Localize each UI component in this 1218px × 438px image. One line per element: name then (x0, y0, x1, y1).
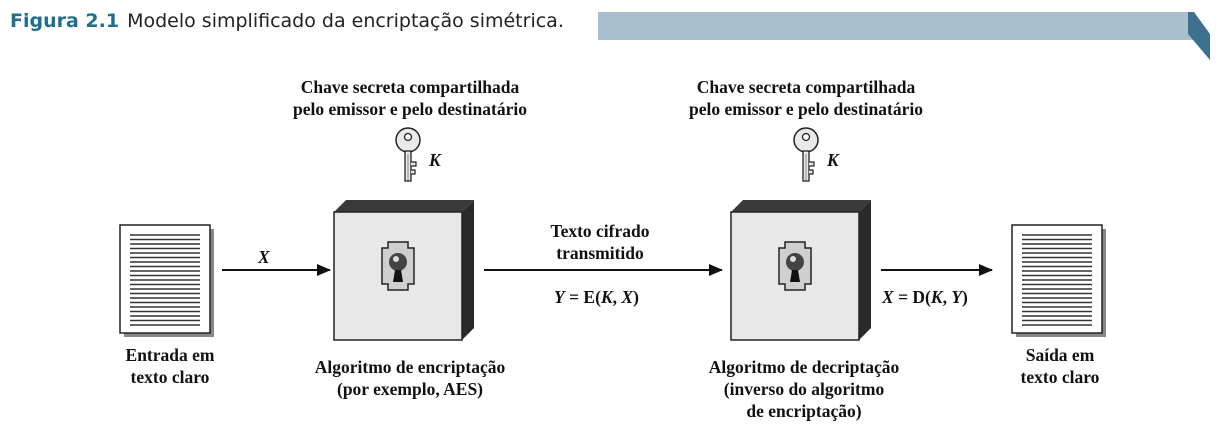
plaintext-eq-y: Y (951, 287, 963, 307)
ciphertext-eq-op: = E( (564, 287, 601, 307)
left-key-label: Chave secreta compartilhada pelo emissor… (260, 76, 560, 120)
plaintext-eq-k: K (930, 287, 943, 307)
right-key-label-line2: pelo emissor e pelo destinatário (689, 99, 923, 119)
output-label-line2: texto claro (1020, 367, 1100, 387)
plaintext-eq-x: X (882, 287, 894, 307)
decryption-label-line1: Algoritmo de decriptação (708, 357, 900, 377)
input-document-icon (119, 224, 215, 338)
right-key-label: Chave secreta compartilhada pelo emissor… (656, 76, 956, 120)
encryption-label: Algoritmo de encriptação (por exemplo, A… (270, 356, 550, 400)
transmission-label: Texto cifrado transmitido (520, 220, 680, 264)
input-label-line2: texto claro (130, 367, 210, 387)
right-key-symbol: K (827, 150, 839, 170)
output-label: Saída em texto claro (985, 344, 1135, 388)
plaintext-eq-close: ) (962, 287, 968, 307)
input-variable: X (258, 247, 270, 267)
output-label-line1: Saída em (1025, 345, 1095, 365)
right-key-label-line1: Chave secreta compartilhada (696, 77, 916, 97)
decryption-lock-box-icon (730, 199, 872, 341)
input-label: Entrada em texto claro (95, 344, 245, 388)
right-key-icon (793, 127, 819, 182)
ciphertext-equation: Y = E(K, X) (554, 287, 639, 308)
ciphertext-eq-k: K (600, 287, 613, 307)
transmission-label-line2: transmitido (556, 243, 644, 263)
encryption-label-line1: Algoritmo de encriptação (314, 357, 506, 377)
figure-title: Modelo simplificado da encriptação simét… (127, 10, 564, 32)
transmission-label-line1: Texto cifrado (550, 221, 650, 241)
encryption-label-line2: (por exemplo, AES) (337, 379, 483, 399)
plaintext-equation: X = D(K, Y) (882, 287, 968, 308)
caption-bar (598, 12, 1194, 40)
encryption-lock-box-icon (333, 199, 475, 341)
decryption-label-line2: (inverso do algoritmo (723, 379, 885, 399)
output-document-icon (1011, 224, 1107, 338)
left-key-icon (395, 127, 421, 182)
ciphertext-eq-close: ) (633, 287, 639, 307)
ciphertext-eq-x: X (621, 287, 634, 307)
ciphertext-eq-sep: , (612, 287, 622, 307)
left-key-label-line2: pelo emissor e pelo destinatário (293, 99, 527, 119)
decryption-label-line3: de encriptação) (746, 401, 862, 421)
decryption-label: Algoritmo de decriptação (inverso do alg… (664, 356, 944, 422)
plaintext-eq-sep: , (942, 287, 952, 307)
input-label-line1: Entrada em (125, 345, 215, 365)
figure-caption: Figura 2.1 Modelo simplificado da encript… (10, 10, 564, 32)
ciphertext-eq-y: Y (554, 287, 565, 307)
left-key-symbol: K (429, 150, 441, 170)
figure-number: Figura 2.1 (10, 10, 120, 32)
caption-bar-corner (1188, 12, 1210, 60)
left-key-label-line1: Chave secreta compartilhada (300, 77, 520, 97)
plaintext-eq-op: = D( (893, 287, 931, 307)
